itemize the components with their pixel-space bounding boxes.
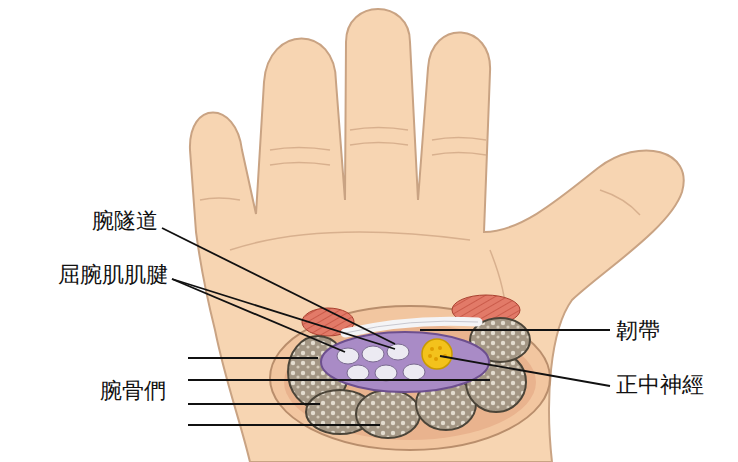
tendon-label: 屈腕肌肌腱 <box>56 262 170 288</box>
tunnel-label: 腕隧道 <box>90 208 160 234</box>
ligament-label: 韌帶 <box>614 318 662 344</box>
nerve-label: 正中神經 <box>614 372 706 398</box>
bones-label: 腕骨們 <box>98 378 168 404</box>
